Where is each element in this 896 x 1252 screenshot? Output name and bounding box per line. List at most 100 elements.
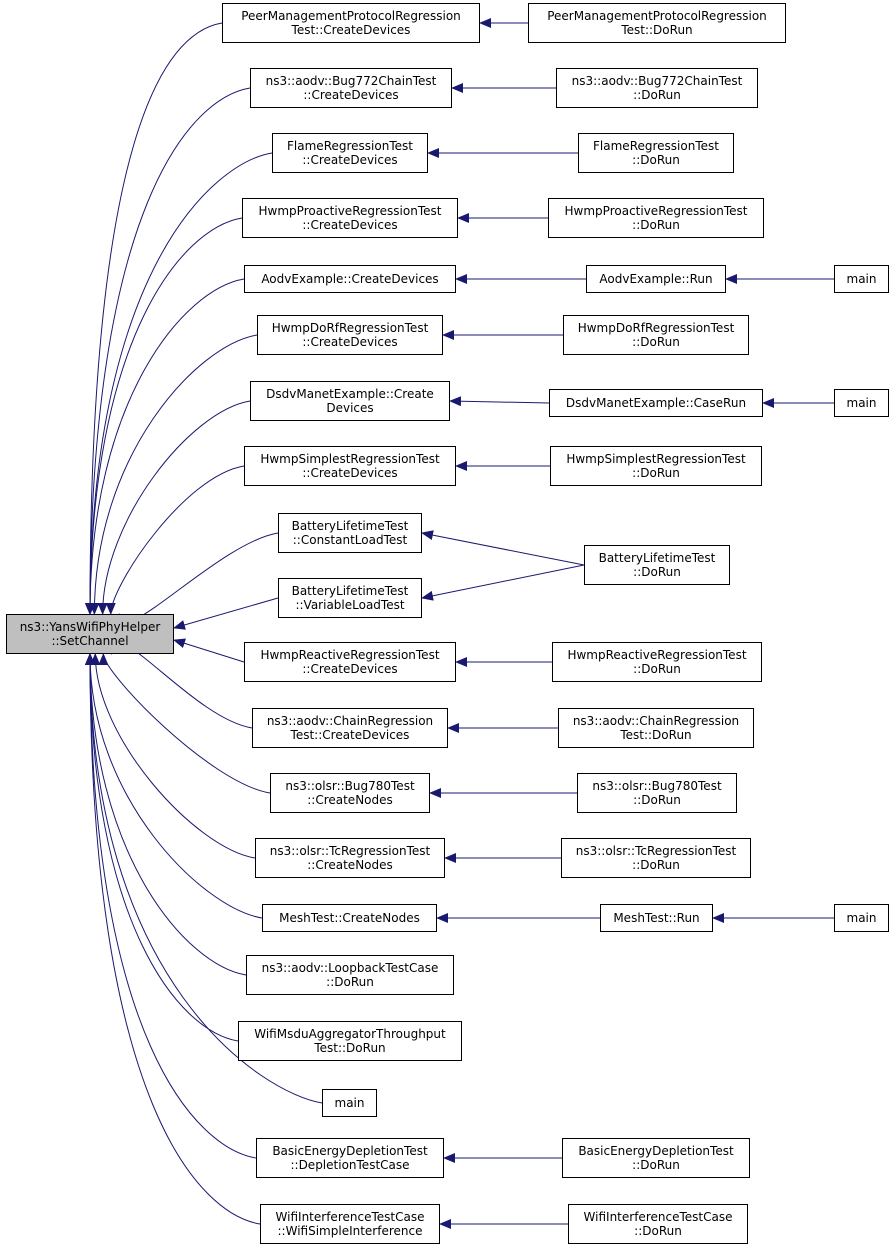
node-label-line: AodvExample::CreateDevices bbox=[261, 272, 439, 286]
node-label-line: ::CreateDevices bbox=[302, 335, 398, 349]
node-flameregressiontest-dorun[interactable]: FlameRegressionTest::DoRun bbox=[578, 133, 734, 173]
node-ns3-olsr-tcregressiontest-dorun[interactable]: ns3::olsr::TcRegressionTest::DoRun bbox=[561, 838, 751, 878]
node-label-line: ::DoRun bbox=[633, 565, 681, 579]
edge-n13-to-root bbox=[98, 653, 271, 794]
node-label-line: ::SetChannel bbox=[51, 634, 129, 648]
edge-n4-to-root bbox=[85, 217, 243, 615]
node-label-line: main bbox=[846, 272, 877, 286]
node-label-line: HwmpProactiveRegressionTest bbox=[564, 204, 748, 218]
node-label-line: ::VariableLoadTest bbox=[295, 598, 405, 612]
node-label-line: Test::CreateDevices bbox=[290, 728, 410, 742]
node-label-line: ::DoRun bbox=[632, 153, 680, 167]
node-label-line: ::DoRun bbox=[632, 466, 680, 480]
node-label-line: AodvExample::Run bbox=[599, 272, 713, 286]
node-label-line: PeerManagementProtocolRegression bbox=[547, 9, 767, 23]
node-batterylifetimetest-dorun[interactable]: BatteryLifetimeTest::DoRun bbox=[584, 545, 730, 585]
node-label-line: main bbox=[334, 1096, 365, 1110]
node-label-line: Test::DoRun bbox=[620, 728, 692, 742]
node-label-line: ::DoRun bbox=[633, 662, 681, 676]
node-ns3-aodv-bug772chaintest-dorun[interactable]: ns3::aodv::Bug772ChainTest::DoRun bbox=[556, 68, 758, 108]
node-meshtest-createnodes[interactable]: MeshTest::CreateNodes bbox=[262, 904, 437, 932]
node-ns3-olsr-bug780test-dorun[interactable]: ns3::olsr::Bug780Test::DoRun bbox=[577, 773, 737, 813]
node-basicenergydepletiontest-dorun[interactable]: BasicEnergyDepletionTest::DoRun bbox=[562, 1138, 750, 1178]
node-aodvexample-createdevices[interactable]: AodvExample::CreateDevices bbox=[244, 265, 456, 293]
node-label-line: Test::DoRun bbox=[621, 23, 693, 37]
node-label-line: ns3::olsr::Bug780Test bbox=[285, 779, 415, 793]
node-hwmpdorfregressiontest-createdevices[interactable]: HwmpDoRfRegressionTest::CreateDevices bbox=[257, 315, 443, 355]
node-label-line: ::DepletionTestCase bbox=[290, 1158, 410, 1172]
node-label-line: Devices bbox=[326, 401, 374, 415]
node-hwmpreactiveregressiontest-createdevices[interactable]: HwmpReactiveRegressionTest::CreateDevice… bbox=[244, 642, 456, 682]
node-label-line: ::DoRun bbox=[326, 975, 374, 989]
node-label-line: main bbox=[846, 396, 877, 410]
edge-n17-to-root bbox=[85, 653, 239, 1042]
node-label-line: ::DoRun bbox=[632, 218, 680, 232]
node-label-line: FlameRegressionTest bbox=[287, 139, 413, 153]
node-label-line: ns3::olsr::TcRegressionTest bbox=[269, 844, 431, 858]
node-ns3-olsr-tcregressiontest-createnodes[interactable]: ns3::olsr::TcRegressionTest::CreateNodes bbox=[255, 838, 445, 878]
node-label-line: ns3::aodv::LoopbackTestCase bbox=[261, 961, 439, 975]
node-hwmpproactiveregressiontest-dorun[interactable]: HwmpProactiveRegressionTest::DoRun bbox=[548, 198, 764, 238]
node-label-line: ns3::aodv::ChainRegression bbox=[266, 714, 434, 728]
node-flameregressiontest-createdevices[interactable]: FlameRegressionTest::CreateDevices bbox=[272, 133, 428, 173]
node-main[interactable]: main bbox=[834, 389, 889, 417]
node-batterylifetimetest-constantloadtest[interactable]: BatteryLifetimeTest::ConstantLoadTest bbox=[278, 513, 422, 553]
node-ns3-olsr-bug780test-createnodes[interactable]: ns3::olsr::Bug780Test::CreateNodes bbox=[270, 773, 430, 813]
node-label-line: ns3::aodv::Bug772ChainTest bbox=[571, 74, 743, 88]
node-label-line: ::DoRun bbox=[632, 858, 680, 872]
node-label-line: HwmpReactiveRegressionTest bbox=[260, 648, 440, 662]
node-label-line: HwmpSimplestRegressionTest bbox=[566, 452, 746, 466]
edge-n19-to-root bbox=[85, 653, 257, 1159]
node-hwmpreactiveregressiontest-dorun[interactable]: HwmpReactiveRegressionTest::DoRun bbox=[552, 642, 762, 682]
node-label-line: ::CreateDevices bbox=[302, 218, 398, 232]
edge-n15-to-root bbox=[85, 653, 263, 919]
node-label-line: HwmpDoRfRegressionTest bbox=[577, 321, 735, 335]
node-label-line: ns3::aodv::ChainRegression bbox=[572, 714, 740, 728]
node-label-line: ::CreateDevices bbox=[303, 88, 399, 102]
node-label-line: ::DoRun bbox=[632, 335, 680, 349]
node-label-line: ns3::olsr::TcRegressionTest bbox=[575, 844, 737, 858]
node-label-line: Test::DoRun bbox=[314, 1041, 386, 1055]
node-label-line: HwmpSimplestRegressionTest bbox=[260, 452, 440, 466]
edge-n3-to-root bbox=[85, 152, 273, 615]
node-meshtest-run[interactable]: MeshTest::Run bbox=[600, 904, 713, 932]
node-label-line: BatteryLifetimeTest bbox=[598, 551, 716, 565]
node-label-line: ::DoRun bbox=[634, 1224, 682, 1238]
node-hwmpdorfregressiontest-dorun[interactable]: HwmpDoRfRegressionTest::DoRun bbox=[563, 315, 749, 355]
node-label-line: main bbox=[846, 911, 877, 925]
node-label-line: BatteryLifetimeTest bbox=[291, 519, 409, 533]
node-label-line: MeshTest::Run bbox=[613, 911, 700, 925]
node-hwmpsimplestregressiontest-dorun[interactable]: HwmpSimplestRegressionTest::DoRun bbox=[550, 446, 762, 486]
edge-n11-to-root bbox=[173, 638, 245, 663]
node-label-line: FlameRegressionTest bbox=[593, 139, 719, 153]
node-label-line: BasicEnergyDepletionTest bbox=[578, 1144, 734, 1158]
node-wifiinterferencetestcase-wifisimpleinterference[interactable]: WifiInterferenceTestCase::WifiSimpleInte… bbox=[260, 1204, 440, 1244]
node-label-line: DsdvManetExample::Create bbox=[266, 387, 434, 401]
node-main[interactable]: main bbox=[322, 1089, 377, 1117]
edge-n6-to-root bbox=[89, 334, 258, 615]
node-dsdvmanetexample-caserun[interactable]: DsdvManetExample::CaseRun bbox=[549, 389, 763, 417]
node-ns3-aodv-loopbacktestcase-dorun[interactable]: ns3::aodv::LoopbackTestCase::DoRun bbox=[246, 955, 454, 995]
node-main[interactable]: main bbox=[834, 904, 889, 932]
node-hwmpsimplestregressiontest-createdevices[interactable]: HwmpSimplestRegressionTest::CreateDevice… bbox=[244, 446, 456, 486]
edge-m7-to-n7 bbox=[449, 396, 550, 407]
edge-n20-to-root bbox=[85, 653, 261, 1225]
node-basicenergydepletiontest-depletiontestcase[interactable]: BasicEnergyDepletionTest::DepletionTestC… bbox=[256, 1138, 444, 1178]
node-main[interactable]: main bbox=[834, 265, 889, 293]
node-label-line: ::CreateDevices bbox=[302, 662, 398, 676]
node-wifiinterferencetestcase-dorun[interactable]: WifiInterferenceTestCase::DoRun bbox=[568, 1204, 748, 1244]
node-batterylifetimetest-variableloadtest[interactable]: BatteryLifetimeTest::VariableLoadTest bbox=[278, 578, 422, 618]
edge-n18-to-root bbox=[85, 653, 323, 1104]
node-label-line: ::CreateDevices bbox=[302, 153, 398, 167]
node-ns3-aodv-bug772chaintest-createdevices[interactable]: ns3::aodv::Bug772ChainTest::CreateDevice… bbox=[250, 68, 452, 108]
node-hwmpproactiveregressiontest-createdevices[interactable]: HwmpProactiveRegressionTest::CreateDevic… bbox=[242, 198, 458, 238]
edge-n1-to-root bbox=[85, 22, 223, 615]
node-aodvexample-run[interactable]: AodvExample::Run bbox=[586, 265, 726, 293]
node-label-line: HwmpReactiveRegressionTest bbox=[567, 648, 747, 662]
